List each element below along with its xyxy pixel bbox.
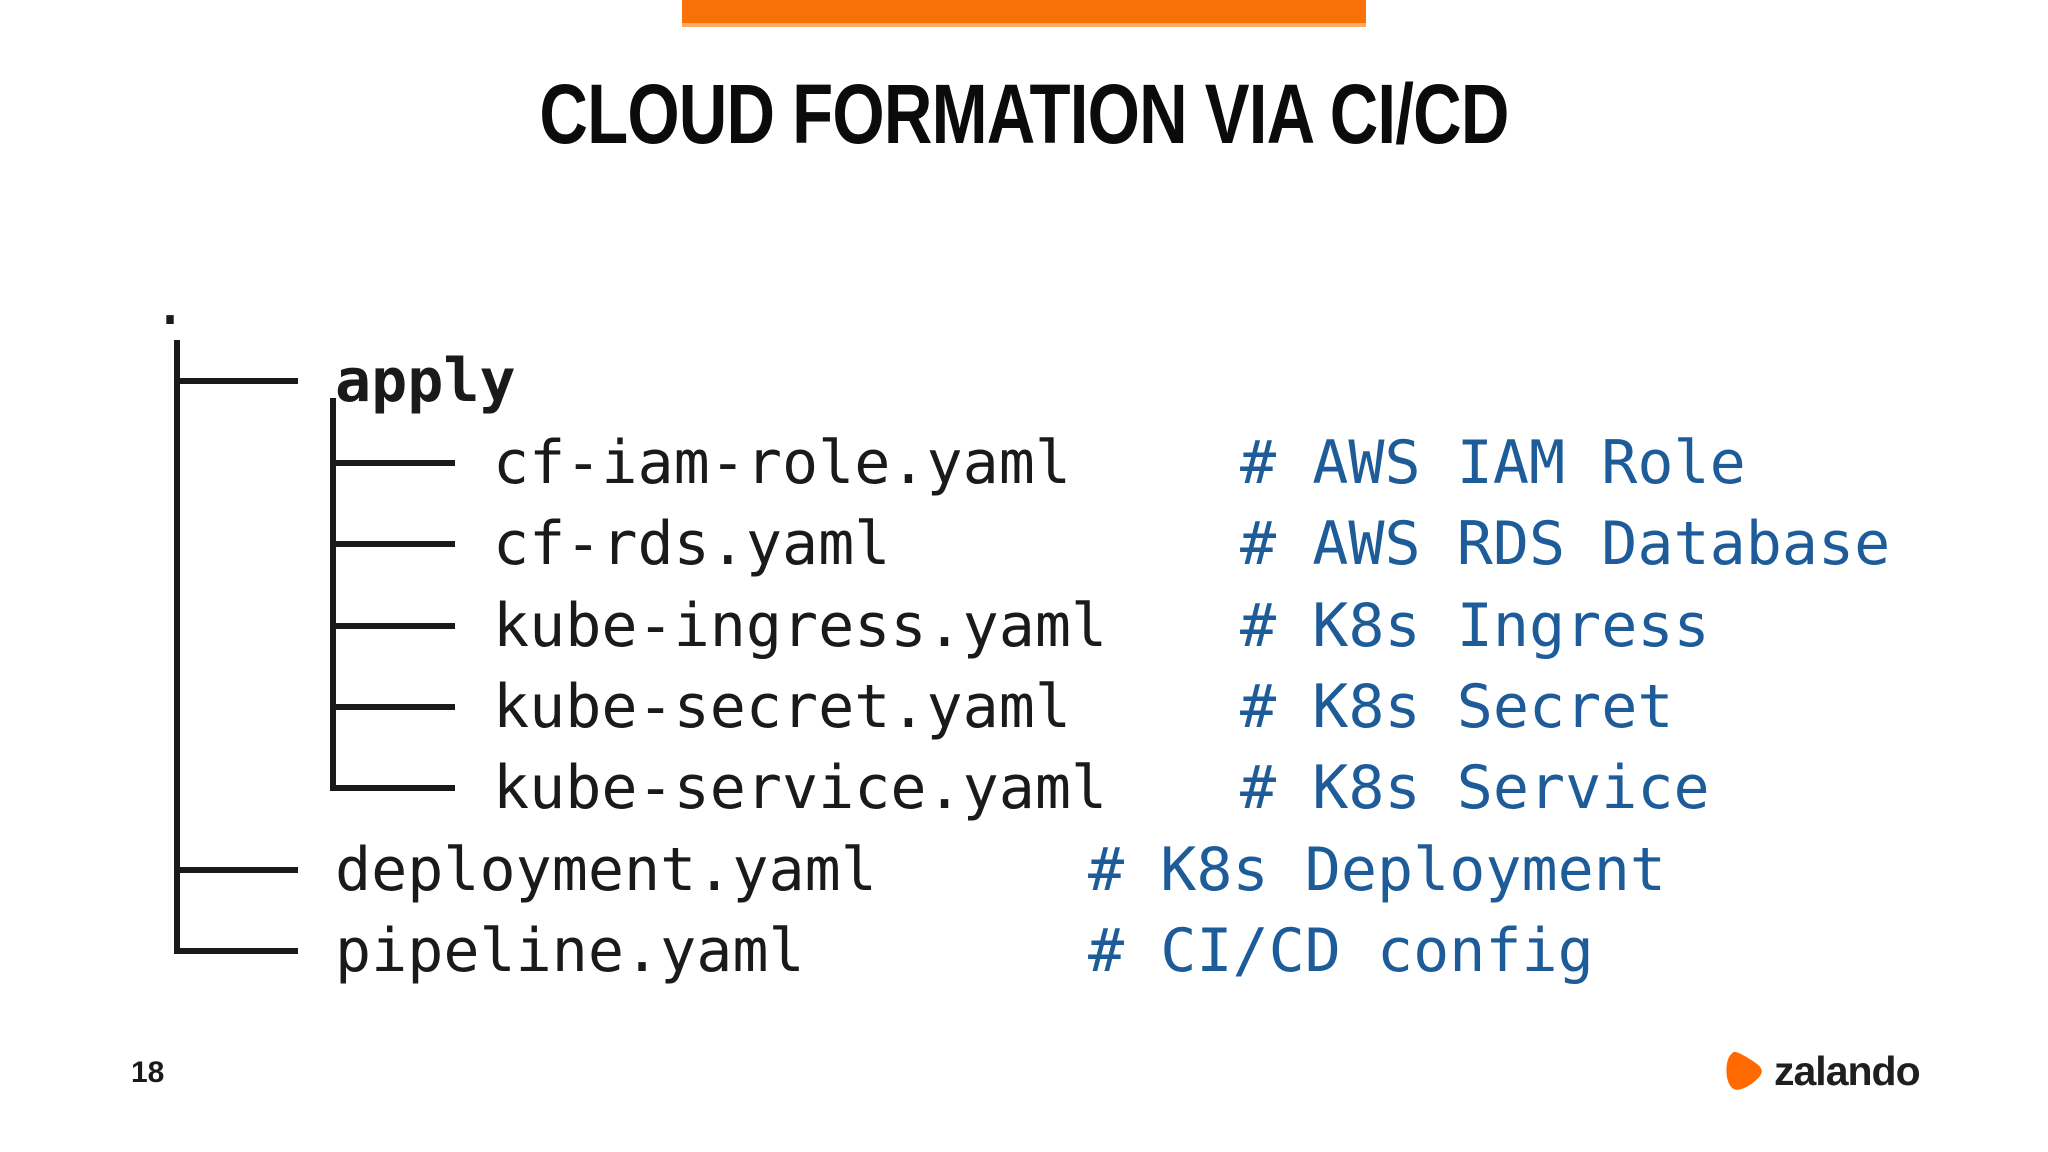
tree-comment-pipeline: # CI/CD config — [1088, 916, 1594, 986]
page-number: 18 — [131, 1056, 165, 1089]
tree-item-pipeline: pipeline.yaml — [335, 916, 805, 986]
tree-comment-kube-ingress: # K8s Ingress — [1240, 591, 1710, 661]
tree-item-kube-ingress: kube-ingress.yaml — [493, 591, 1108, 661]
tree-connector-branch-kube-ingress — [330, 623, 455, 629]
tree-connector-vertical-inner — [330, 398, 336, 791]
tree-item-kube-secret: kube-secret.yaml — [493, 672, 1071, 742]
tree-item-cf-rds: cf-rds.yaml — [493, 509, 891, 579]
tree-connector-vertical-outer — [174, 340, 180, 954]
tree-comment-cf-rds: # AWS RDS Database — [1240, 509, 1891, 579]
zalando-logo-text: zalando — [1774, 1047, 1921, 1094]
zalando-teardrop-icon — [1726, 1051, 1762, 1090]
tree-comment-cf-iam-role: # AWS IAM Role — [1240, 428, 1746, 498]
tree-connector-branch-pipeline — [174, 948, 298, 954]
tree-comment-kube-service: # K8s Service — [1240, 753, 1710, 823]
tree-connector-branch-cf-rds — [330, 541, 455, 547]
zalando-logo: zalando — [1723, 1047, 1921, 1095]
tree-item-kube-service: kube-service.yaml — [493, 753, 1108, 823]
tree-root-dot: . — [152, 269, 189, 339]
tree-item-deployment: deployment.yaml — [335, 835, 877, 905]
tree-comment-deployment: # K8s Deployment — [1088, 835, 1666, 905]
accent-bar — [682, 0, 1366, 27]
tree-comment-kube-secret: # K8s Secret — [1240, 672, 1674, 742]
tree-connector-branch-kube-secret — [330, 704, 455, 710]
tree-item-cf-iam-role: cf-iam-role.yaml — [493, 428, 1071, 498]
tree-connector-branch-kube-service — [330, 785, 455, 791]
tree-connector-branch-cf-iam-role — [330, 460, 455, 466]
tree-connector-branch-deployment — [174, 867, 298, 873]
slide-title: CLOUD FORMATION VIA CI/CD — [539, 67, 1509, 161]
tree-connector-branch-apply — [174, 378, 298, 384]
tree-item-apply: apply — [335, 346, 516, 416]
